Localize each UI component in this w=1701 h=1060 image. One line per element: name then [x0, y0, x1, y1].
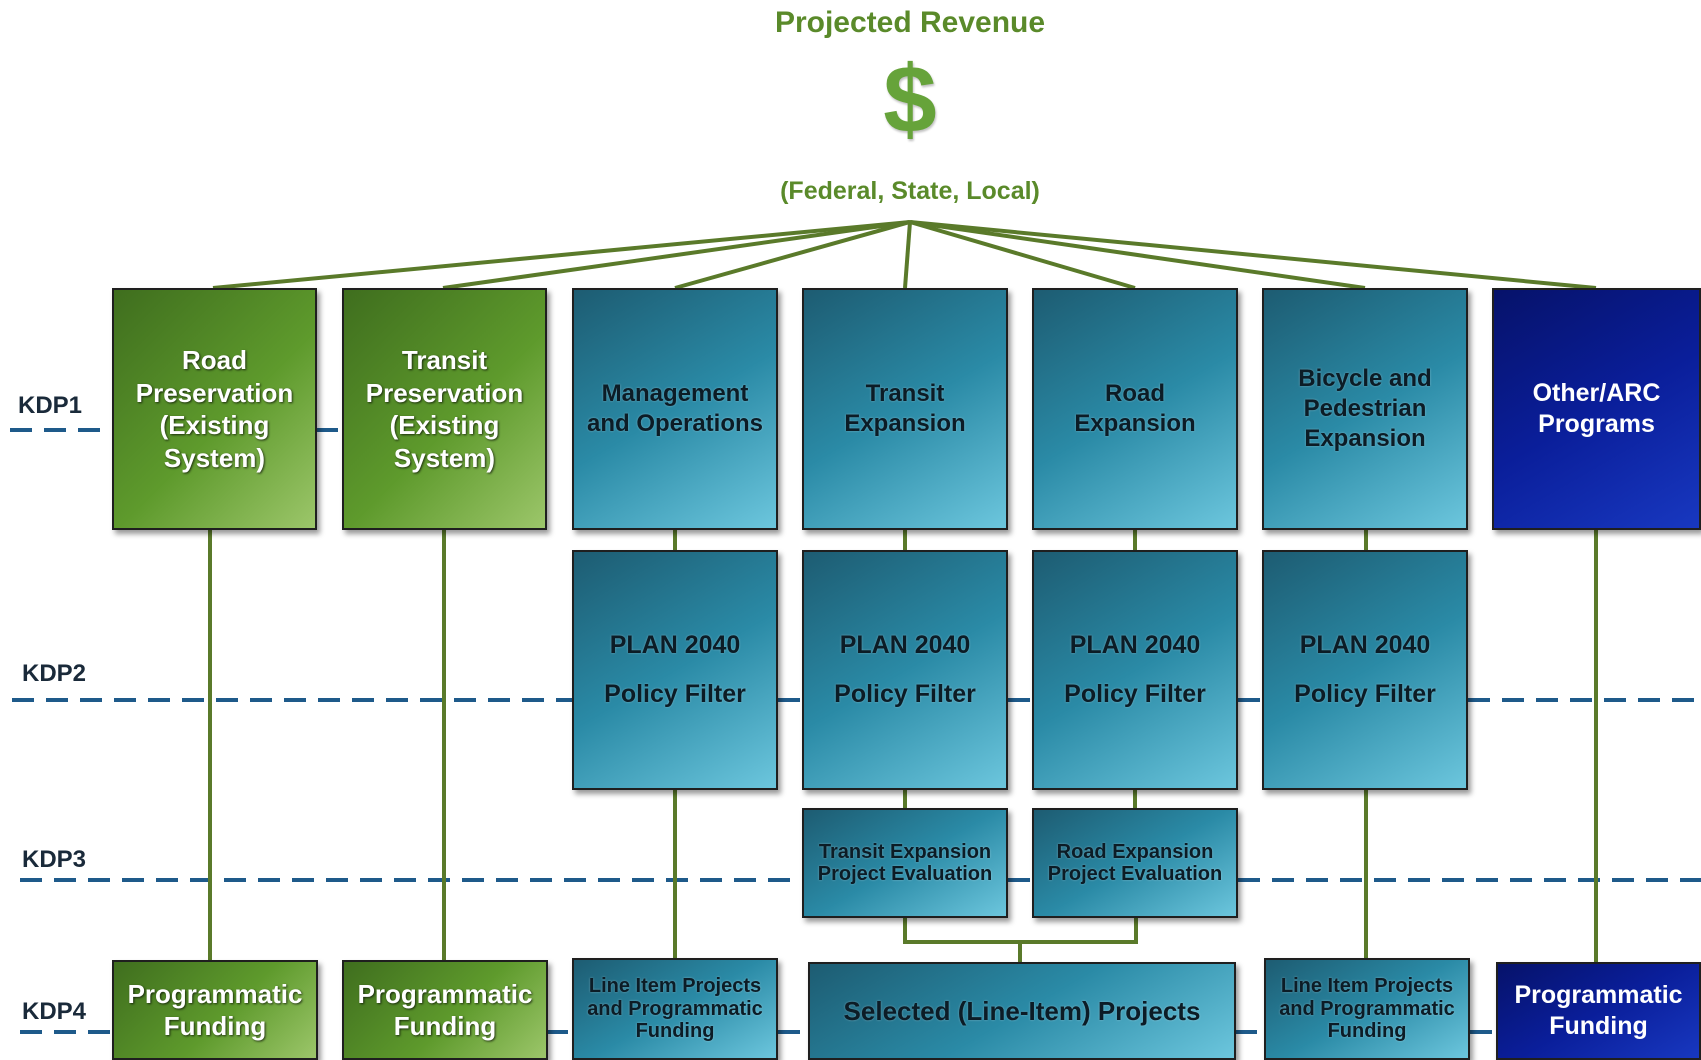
line-item-funding-box: Line Item Projects and Programmatic Fund… — [1264, 958, 1470, 1060]
revenue-fan-line — [909, 220, 1597, 290]
line-item-funding-box: Line Item Projects and Programmatic Fund… — [572, 958, 778, 1060]
policy-filter-line1: PLAN 2040 — [1069, 630, 1201, 659]
policy-filter-line2: Policy Filter — [604, 680, 746, 708]
policy-filter-line2: Policy Filter — [834, 680, 976, 708]
revenue-fan-line — [903, 221, 912, 289]
policy-filter-box: PLAN 2040 Policy Filter — [1262, 550, 1468, 790]
road-expansion-evaluation-box: Road Expansion Project Evaluation — [1032, 808, 1238, 918]
kdp2-label: KDP2 — [22, 660, 87, 687]
policy-filter-box: PLAN 2040 Policy Filter — [572, 550, 778, 790]
policy-filter-line2: Policy Filter — [1064, 680, 1206, 708]
programmatic-funding-box: Programmatic Funding — [342, 960, 548, 1060]
policy-filter-box: PLAN 2040 Policy Filter — [1032, 550, 1238, 790]
selected-projects-box: Selected (Line-Item) Projects — [808, 962, 1236, 1060]
revenue-fan-line — [442, 220, 911, 290]
transit-expansion-box: Transit Expansion — [802, 288, 1008, 530]
kdp4-label: KDP4 — [22, 998, 87, 1025]
policy-filter-line1: PLAN 2040 — [1299, 630, 1431, 659]
policy-filter-line1: PLAN 2040 — [609, 630, 741, 659]
road-preservation-box: Road Preservation (Existing System) — [112, 288, 317, 530]
dollar-icon: $ — [883, 46, 937, 153]
management-operations-box: Management and Operations — [572, 288, 778, 530]
revenue-fan-line — [674, 220, 911, 290]
revenue-fan-line — [212, 220, 911, 290]
transit-expansion-evaluation-box: Transit Expansion Project Evaluation — [802, 808, 1008, 918]
policy-filter-line2: Policy Filter — [1294, 680, 1436, 708]
transit-preservation-box: Transit Preservation (Existing System) — [342, 288, 547, 530]
diagram-title: Projected Revenue — [774, 6, 1046, 39]
policy-filter-box: PLAN 2040 Policy Filter — [802, 550, 1008, 790]
programmatic-funding-box: Programmatic Funding — [112, 960, 318, 1060]
policy-filter-line1: PLAN 2040 — [839, 630, 971, 659]
revenue-fan-line — [909, 220, 1366, 290]
revenue-fan-line — [909, 220, 1136, 290]
programmatic-funding-box: Programmatic Funding — [1496, 962, 1701, 1060]
bicycle-pedestrian-expansion-box: Bicycle and Pedestrian Expansion — [1262, 288, 1468, 530]
other-arc-programs-box: Other/ARC Programs — [1492, 288, 1701, 530]
revenue-sources: (Federal, State, Local) — [780, 177, 1040, 205]
kdp1-label: KDP1 — [18, 392, 83, 419]
road-expansion-box: Road Expansion — [1032, 288, 1238, 530]
kdp3-label: KDP3 — [22, 846, 87, 873]
evaluation-merge-connector — [903, 918, 1138, 944]
